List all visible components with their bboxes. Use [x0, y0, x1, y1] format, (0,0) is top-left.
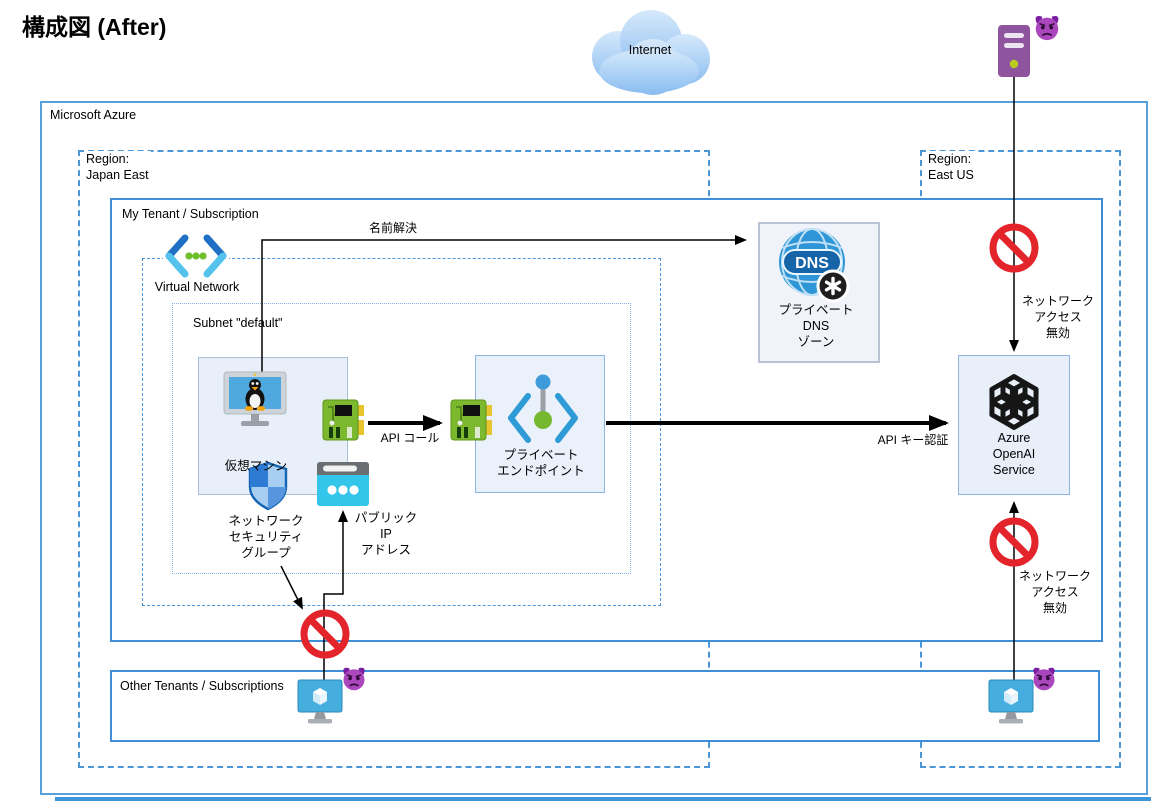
linux-vm-icon — [220, 370, 290, 430]
devil-icon — [340, 664, 368, 692]
blocked-label-top: ネットワーク アクセス 無効 — [1021, 294, 1095, 340]
dns-zone-icon: DNS — [776, 226, 852, 306]
devil-icon — [1030, 664, 1058, 692]
devil-icon — [1032, 12, 1062, 42]
internet-cloud-icon — [573, 5, 723, 97]
azure-label: Microsoft Azure — [50, 108, 137, 122]
public-ip-icon — [317, 462, 369, 506]
nic-icon — [321, 396, 365, 444]
edge-label-api-key-auth: API キー認証 — [877, 433, 949, 447]
internet-label: Internet — [628, 43, 672, 57]
nsg-shield-icon — [246, 461, 290, 511]
page-title: 構成図 (After) — [22, 14, 167, 40]
my-tenant-label: My Tenant / Subscription — [122, 207, 259, 221]
edge-label-name-resolution: 名前解決 — [368, 221, 418, 235]
openai-logo-icon — [982, 370, 1046, 434]
region-east-us-label: Region: East US — [926, 151, 976, 183]
openai-label: Azure OpenAI Service — [992, 431, 1036, 477]
nic-icon — [449, 396, 493, 444]
attacker-server-icon — [997, 24, 1031, 78]
dns-zone-label: プライベート DNS ゾーン — [778, 303, 854, 349]
virtual-network-icon — [163, 233, 229, 279]
other-tenants-box — [110, 670, 1100, 742]
azure-vm-icon — [987, 678, 1035, 726]
private-endpoint-label: プライベート エンドポイント — [497, 448, 585, 478]
blocked-label-bottom: ネットワーク アクセス 無効 — [1018, 569, 1092, 615]
nsg-label: ネットワーク セキュリティ グループ — [228, 514, 304, 560]
edge-label-api-call: API コール — [380, 431, 440, 445]
private-endpoint-icon — [498, 372, 588, 446]
other-tenants-label: Other Tenants / Subscriptions — [120, 679, 284, 693]
bottom-bar — [55, 797, 1151, 801]
subnet-label: Subnet "default" — [193, 316, 283, 330]
public-ip-label: パブリック IP アドレス — [354, 511, 418, 557]
vm-label: 仮想マシン — [224, 459, 288, 473]
svg-text:DNS: DNS — [795, 255, 829, 272]
virtual-network-label: Virtual Network — [151, 279, 243, 295]
region-japan-east-label: Region: Japan East — [84, 151, 151, 183]
azure-vm-icon — [296, 678, 344, 726]
azure-boundary — [40, 101, 1148, 795]
